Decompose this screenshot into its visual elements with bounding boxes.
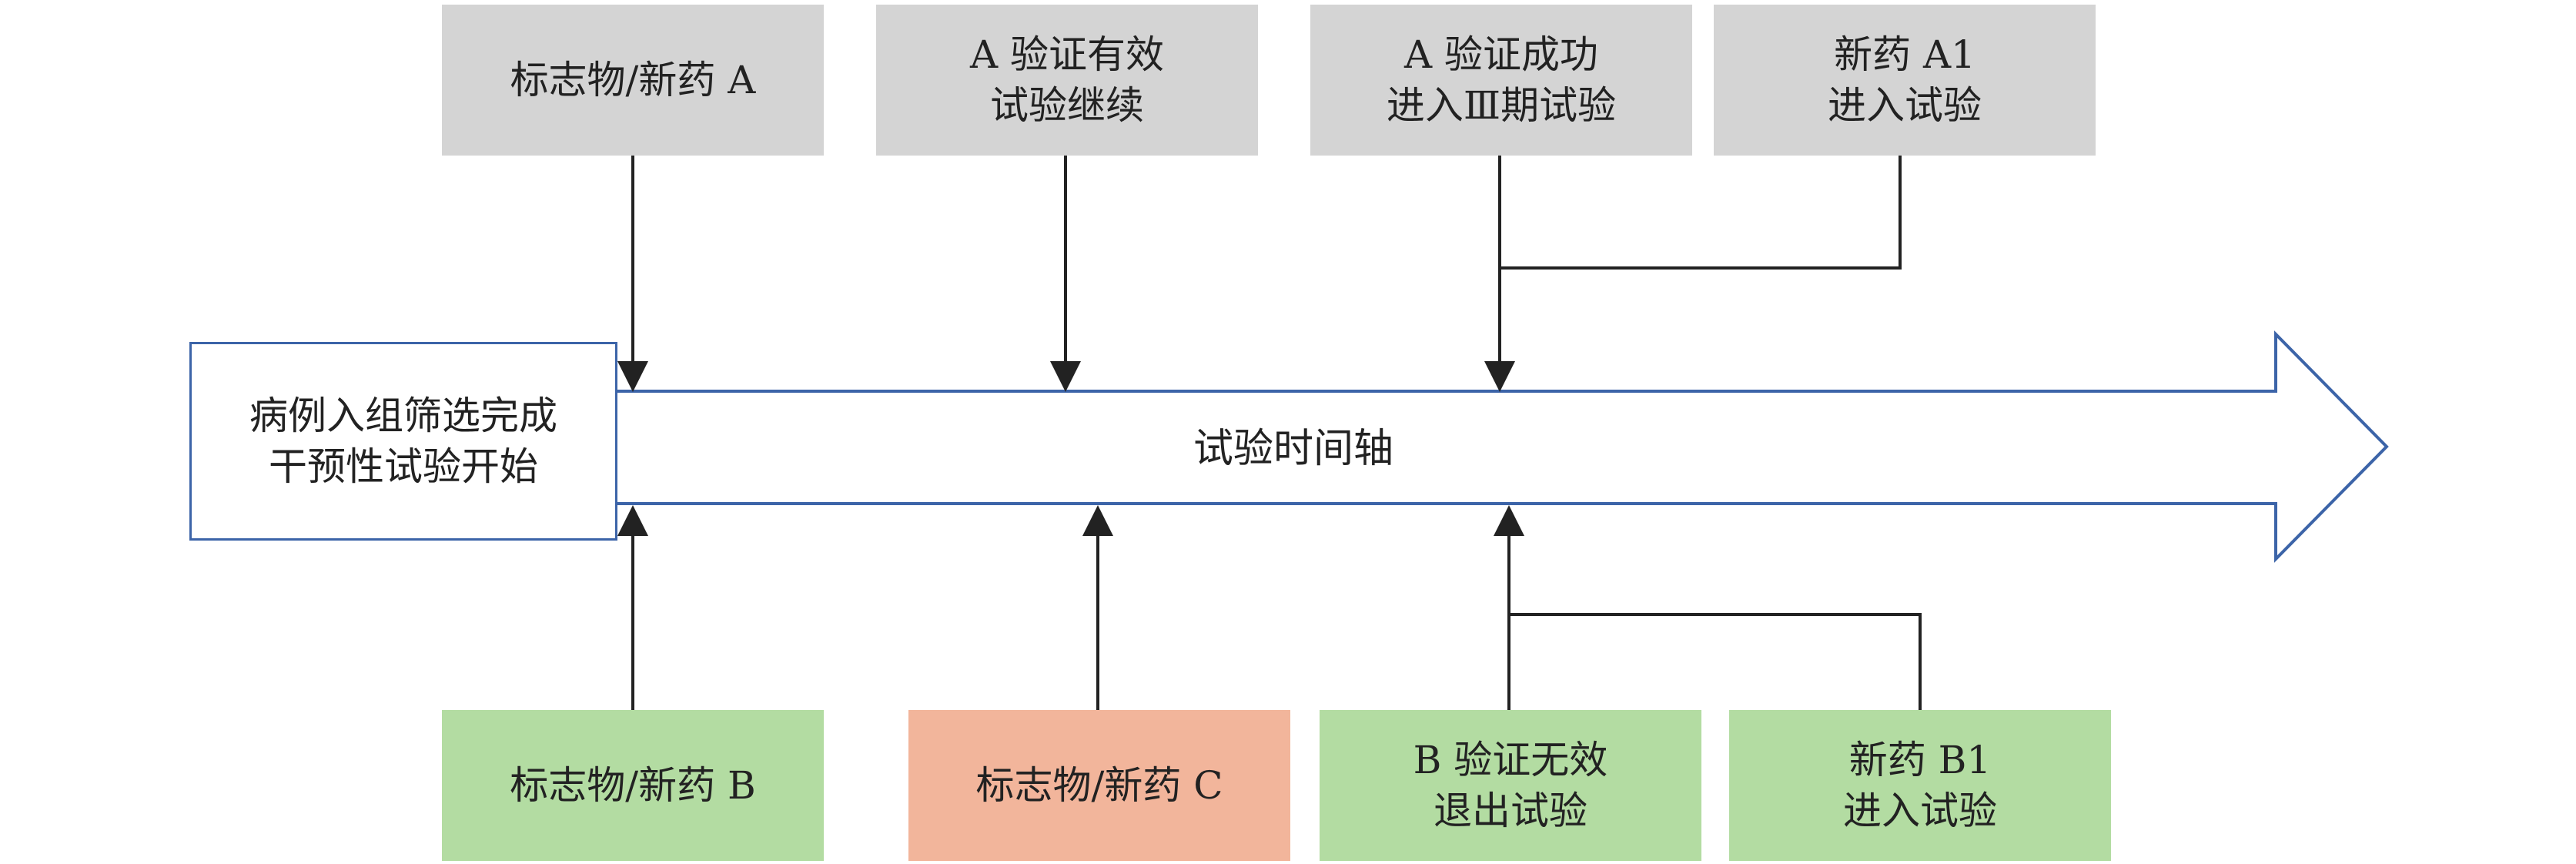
top-box-a-success-line2: 进入Ⅲ期试验: [1386, 83, 1617, 128]
top-box-drug-a1: 新药 A1 进入试验: [1714, 5, 2096, 156]
bottom-box-drug-b1-line1: 新药 B1: [1848, 738, 1992, 782]
bottom-box-b-invalid: B 验证无效 退出试验: [1320, 710, 1701, 861]
bottom-box-marker-c: 标志物/新药 C: [908, 710, 1290, 861]
connector-bottom-b1: [1509, 613, 1922, 710]
bottom-box-b-invalid-line1: B 验证无效: [1413, 738, 1608, 782]
connector-top-a1: [1500, 156, 1902, 270]
top-box-marker-a-line1: 标志物/新药 A: [510, 58, 756, 102]
top-box-marker-a: 标志物/新药 A: [442, 5, 824, 156]
start-box: 病例入组筛选完成 干预性试验开始: [189, 342, 617, 541]
start-box-line1: 病例入组筛选完成: [249, 393, 557, 438]
start-box-line2: 干预性试验开始: [269, 444, 538, 489]
bottom-box-b-invalid-line2: 退出试验: [1434, 789, 1587, 833]
bottom-box-marker-b: 标志物/新药 B: [442, 710, 824, 861]
bottom-box-marker-c-line1: 标志物/新药 C: [975, 763, 1223, 808]
bottom-box-drug-b1-line2: 进入试验: [1843, 789, 1997, 833]
timeline-label: 试验时间轴: [1193, 426, 1393, 472]
top-box-drug-a1-line2: 进入试验: [1828, 83, 1982, 128]
top-box-a-valid-line2: 试验继续: [990, 83, 1144, 128]
top-box-drug-a1-line1: 新药 A1: [1834, 32, 1975, 77]
top-box-a-valid-line1: A 验证有效: [969, 32, 1164, 77]
timeline-arrow: [614, 330, 2389, 563]
bottom-box-marker-b-line1: 标志物/新药 B: [510, 763, 756, 808]
top-box-a-success: A 验证成功 进入Ⅲ期试验: [1310, 5, 1692, 156]
top-box-a-success-line1: A 验证成功: [1403, 32, 1598, 77]
bottom-box-drug-b1: 新药 B1 进入试验: [1729, 710, 2111, 861]
top-box-a-valid: A 验证有效 试验继续: [876, 5, 1258, 156]
